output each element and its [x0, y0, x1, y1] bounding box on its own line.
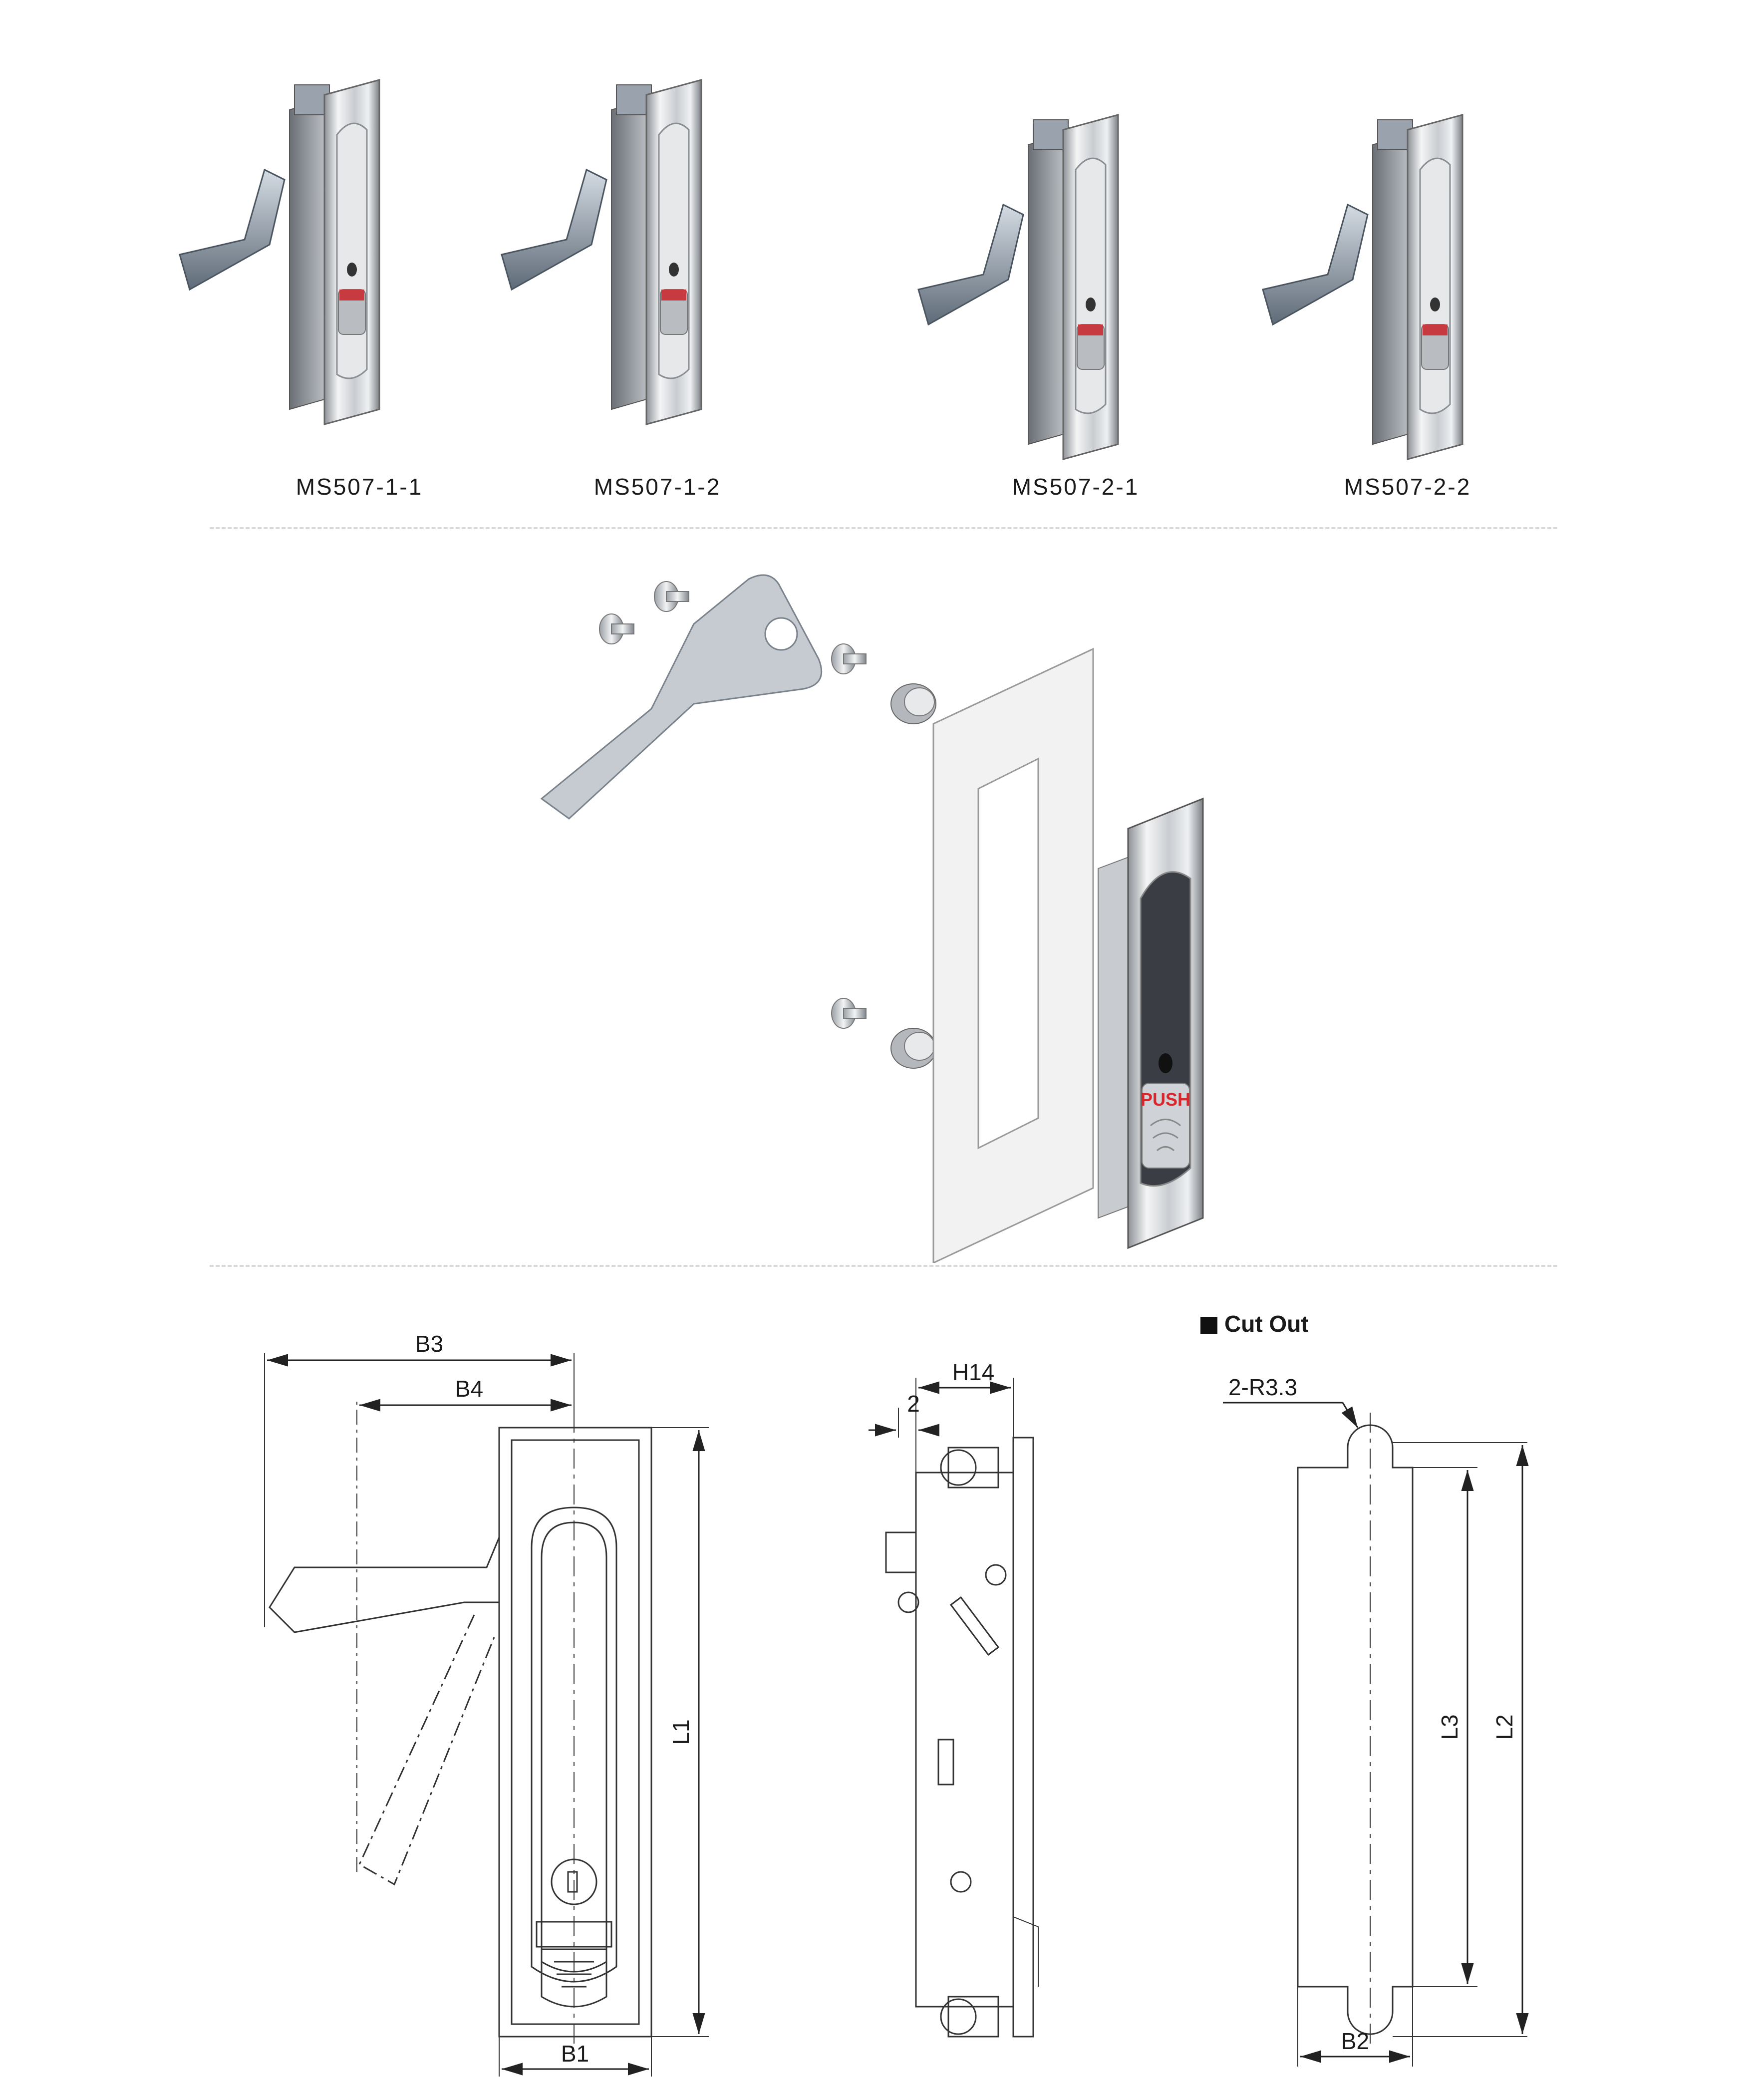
cutout-title: Cut Out — [1224, 1311, 1309, 1337]
square-bullet-icon — [1200, 1317, 1217, 1334]
dim-2: 2 — [907, 1391, 920, 1417]
dim-b2: B2 — [1341, 2028, 1369, 2054]
front-view-drawing — [264, 1353, 709, 2077]
section-divider-2 — [210, 1265, 1557, 1267]
product-label-1: MS507-1-1 — [295, 474, 423, 500]
dim-h14: H14 — [952, 1359, 994, 1385]
product-variants — [179, 79, 1463, 460]
dim-b1: B1 — [561, 2041, 589, 2067]
dim-l2: L2 — [1491, 1714, 1517, 1740]
screw-2 — [654, 581, 689, 612]
product-label-4: MS507-2-2 — [1344, 474, 1471, 500]
dim-radius: 2-R3.3 — [1228, 1374, 1297, 1400]
dimension-drawings: B3 B4 L1 B1 H14 2 — [264, 1331, 1529, 2077]
spacer-1 — [890, 683, 936, 724]
spacer-2 — [890, 1028, 936, 1069]
dim-b4: B4 — [455, 1376, 483, 1402]
screw-4 — [831, 998, 867, 1029]
push-button — [1142, 1083, 1190, 1169]
dim-l3: L3 — [1437, 1714, 1462, 1740]
dim-b3: B3 — [415, 1331, 443, 1357]
cutout-heading: Cut Out — [1200, 1310, 1309, 1337]
dim-l1: L1 — [668, 1719, 694, 1745]
product-image-ms507-1-1 — [179, 79, 380, 425]
push-text: PUSH — [1141, 1089, 1190, 1110]
product-image-ms507-2-2 — [1262, 114, 1463, 460]
screw-1 — [599, 613, 634, 644]
cutout-drawing — [1297, 1413, 1527, 2067]
product-label-3: MS507-2-1 — [1012, 474, 1140, 500]
side-view-drawing — [885, 1378, 1039, 2038]
product-label-2: MS507-1-2 — [593, 474, 721, 500]
lever-arm — [540, 574, 823, 820]
exploded-view: PUSH — [540, 574, 1204, 1263]
screw-3 — [831, 643, 867, 674]
section-divider-1 — [210, 527, 1557, 529]
product-image-ms507-2-1 — [917, 114, 1119, 460]
product-image-ms507-1-2 — [501, 79, 702, 425]
